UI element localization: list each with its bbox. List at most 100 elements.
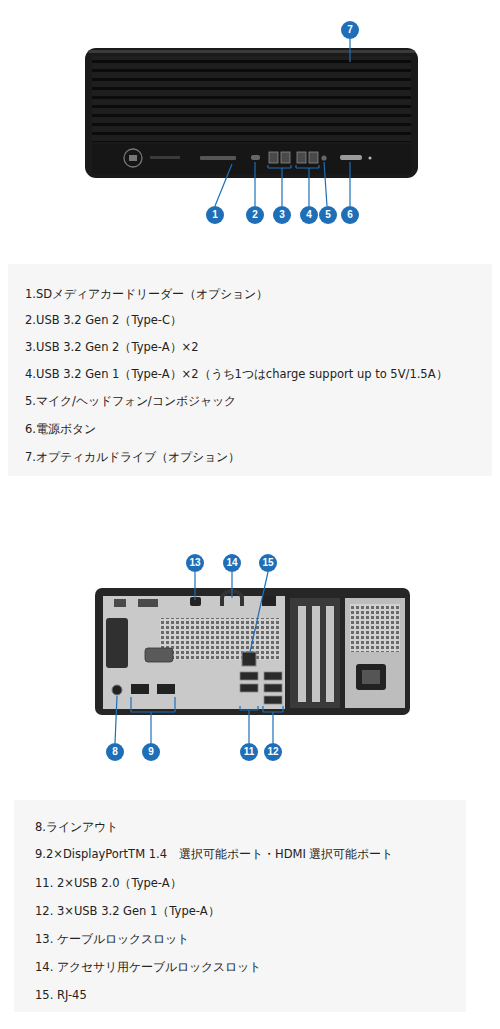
callout-circle xyxy=(300,206,318,224)
leader-bracket xyxy=(263,706,283,743)
usb-a-port xyxy=(264,684,282,692)
part-description: 13. ケーブルロックスロット xyxy=(35,931,189,947)
part-description: 3.USB 3.2 Gen 2（Type-A）×2 xyxy=(25,339,199,355)
leader-lines xyxy=(115,572,283,743)
callout-number: 11 xyxy=(239,745,259,759)
callout-number: 12 xyxy=(263,745,283,759)
part-description: 14. アクセサリ用ケーブルロックスロット xyxy=(35,959,261,975)
expansion-area xyxy=(290,598,340,708)
leader-lines xyxy=(215,39,350,206)
usb-a-port xyxy=(309,152,318,163)
slot-cover xyxy=(326,606,334,702)
slot-cover xyxy=(298,606,306,702)
usb-c-port xyxy=(251,155,260,160)
usb-a-port xyxy=(281,152,290,163)
callout-circle xyxy=(223,554,241,572)
callout-number: 5 xyxy=(318,208,338,222)
lock-loop-base xyxy=(262,596,276,606)
front-view xyxy=(85,48,418,178)
usb-a-port xyxy=(264,696,282,704)
callout-number: 2 xyxy=(245,208,265,222)
leader-bracket xyxy=(131,697,175,743)
front-io-band xyxy=(92,144,411,174)
leader-line xyxy=(349,162,350,206)
callout-number: 7 xyxy=(340,23,360,37)
brand-logo xyxy=(129,155,137,161)
part-description: 12. 3×USB 3.2 Gen 1（Type-A） xyxy=(35,903,220,919)
callout-circle xyxy=(341,21,359,39)
callout-circle xyxy=(186,554,204,572)
vga-port xyxy=(145,648,173,662)
usb-a-port xyxy=(240,684,258,692)
callout-circle xyxy=(206,206,224,224)
callout-circle xyxy=(259,554,277,572)
displayport xyxy=(131,684,149,694)
part-description: 7.オプティカルドライブ（オプション） xyxy=(25,449,240,465)
callout-number: 1 xyxy=(205,208,225,222)
callout-number: 15 xyxy=(258,556,278,570)
callout-circle xyxy=(341,206,359,224)
part-description: 4.USB 3.2 Gen 1（Type-A）×2（うち1つはcharge su… xyxy=(25,366,448,382)
callout-circle xyxy=(319,206,337,224)
vent-mesh xyxy=(160,618,280,660)
callout-number: 3 xyxy=(272,208,292,222)
rear-port xyxy=(114,599,126,607)
leader-line xyxy=(324,162,327,206)
leader-line xyxy=(349,39,350,62)
card-slot xyxy=(200,156,236,160)
callout-circle xyxy=(264,743,282,761)
rear-side-block xyxy=(106,618,128,668)
rear-port xyxy=(138,599,158,607)
part-description: 1.SDメディアカードリーダー（オプション） xyxy=(25,286,268,302)
power-inlet-pins xyxy=(362,670,380,684)
leader-bracket xyxy=(240,706,258,743)
line-out-jack xyxy=(112,685,122,695)
callout-circles xyxy=(206,21,359,224)
part-description: 15. RJ-45 xyxy=(35,987,87,1003)
audio-jack xyxy=(321,155,326,160)
leader-line xyxy=(250,572,268,652)
callout-number: 13 xyxy=(185,556,205,570)
list-panel xyxy=(14,800,466,1012)
callout-number: 4 xyxy=(299,208,319,222)
rear-io-plate xyxy=(103,596,285,709)
displayport xyxy=(157,684,175,694)
chassis-rear xyxy=(95,588,410,715)
front-grille xyxy=(92,56,411,142)
leader-line xyxy=(215,164,232,206)
callout-circle xyxy=(273,206,291,224)
part-description: 2.USB 3.2 Gen 2（Type-C） xyxy=(25,312,182,328)
leader-line xyxy=(231,572,232,598)
power-led xyxy=(369,157,372,160)
callout-circle xyxy=(142,743,160,761)
chassis-front xyxy=(85,48,418,178)
part-description: 6.電源ボタン xyxy=(25,421,96,437)
part-description: 11. 2×USB 2.0（Type-A） xyxy=(35,875,182,891)
callout-circle xyxy=(246,206,264,224)
psu-fan-mesh xyxy=(350,604,400,652)
leader-line xyxy=(115,696,117,743)
usb-a-port xyxy=(240,672,258,680)
leader-bracket xyxy=(296,165,319,206)
model-badge xyxy=(150,156,180,159)
part-description: 9.2×DisplayPortTM 1.4 選択可能ポート・HDMI 選択可能ポ… xyxy=(35,846,393,862)
callout-number: 9 xyxy=(141,745,161,759)
usb-a-port xyxy=(264,672,282,680)
callout-number: 14 xyxy=(222,556,242,570)
power-button xyxy=(340,155,362,160)
leader-bracket xyxy=(268,165,291,206)
callout-circle xyxy=(240,743,258,761)
callout-circles xyxy=(106,554,282,761)
power-inlet xyxy=(356,664,386,690)
usb-a-port xyxy=(297,152,306,163)
callout-circle xyxy=(106,743,124,761)
part-description: 5.マイク/ヘッドフォン/コンボジャック xyxy=(25,393,236,409)
leader-line xyxy=(254,162,255,206)
list-panel xyxy=(8,264,492,476)
usb-a-port xyxy=(269,152,278,163)
slot-cover xyxy=(312,606,320,702)
brand-logo xyxy=(124,149,142,167)
